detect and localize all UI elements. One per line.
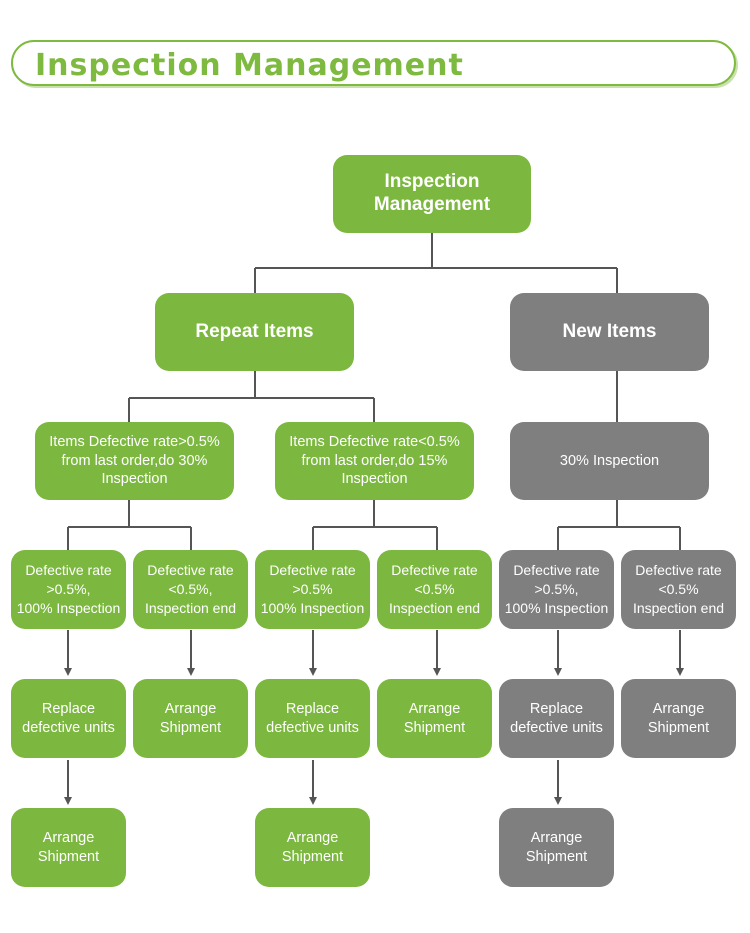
page-title: Inspection Management: [35, 48, 464, 83]
connector-rule-new: [557, 500, 681, 550]
rule-b-node: Items Defective rate<0.5% from last orde…: [275, 422, 474, 500]
connector-repeat: [128, 371, 375, 422]
rule-a-final-shipment-node: Arrange Shipment: [11, 808, 126, 887]
root-node: Inspection Management: [333, 155, 531, 233]
rule-new-shipment-node: Arrange Shipment: [621, 679, 736, 758]
rule-b-high-node: Defective rate >0.5% 100% Inspection: [255, 550, 370, 629]
rule-new-high-node: Defective rate >0.5%, 100% Inspection: [499, 550, 614, 629]
rule-a-high-node: Defective rate >0.5%, 100% Inspection: [11, 550, 126, 629]
rule-b-low-node: Defective rate <0.5% Inspection end: [377, 550, 492, 629]
rule-new-final-shipment-node: Arrange Shipment: [499, 808, 614, 887]
rule-b-shipment-node: Arrange Shipment: [377, 679, 492, 758]
rule-new-low-node: Defective rate <0.5% Inspection end: [621, 550, 736, 629]
rule-new-replace-node: Replace defective units: [499, 679, 614, 758]
rule-new-node: 30% Inspection: [510, 422, 709, 500]
rule-a-replace-node: Replace defective units: [11, 679, 126, 758]
new-items-node: New Items: [510, 293, 709, 371]
rule-a-node: Items Defective rate>0.5% from last orde…: [35, 422, 234, 500]
connector-root: [254, 232, 618, 294]
title-banner: Inspection Management: [11, 40, 736, 86]
connector-rule-a: [67, 500, 192, 550]
rule-b-replace-node: Replace defective units: [255, 679, 370, 758]
rule-a-shipment-node: Arrange Shipment: [133, 679, 248, 758]
rule-b-final-shipment-node: Arrange Shipment: [255, 808, 370, 887]
rule-a-low-node: Defective rate <0.5%, Inspection end: [133, 550, 248, 629]
repeat-items-node: Repeat Items: [155, 293, 354, 371]
connector-rule-b: [312, 500, 438, 550]
